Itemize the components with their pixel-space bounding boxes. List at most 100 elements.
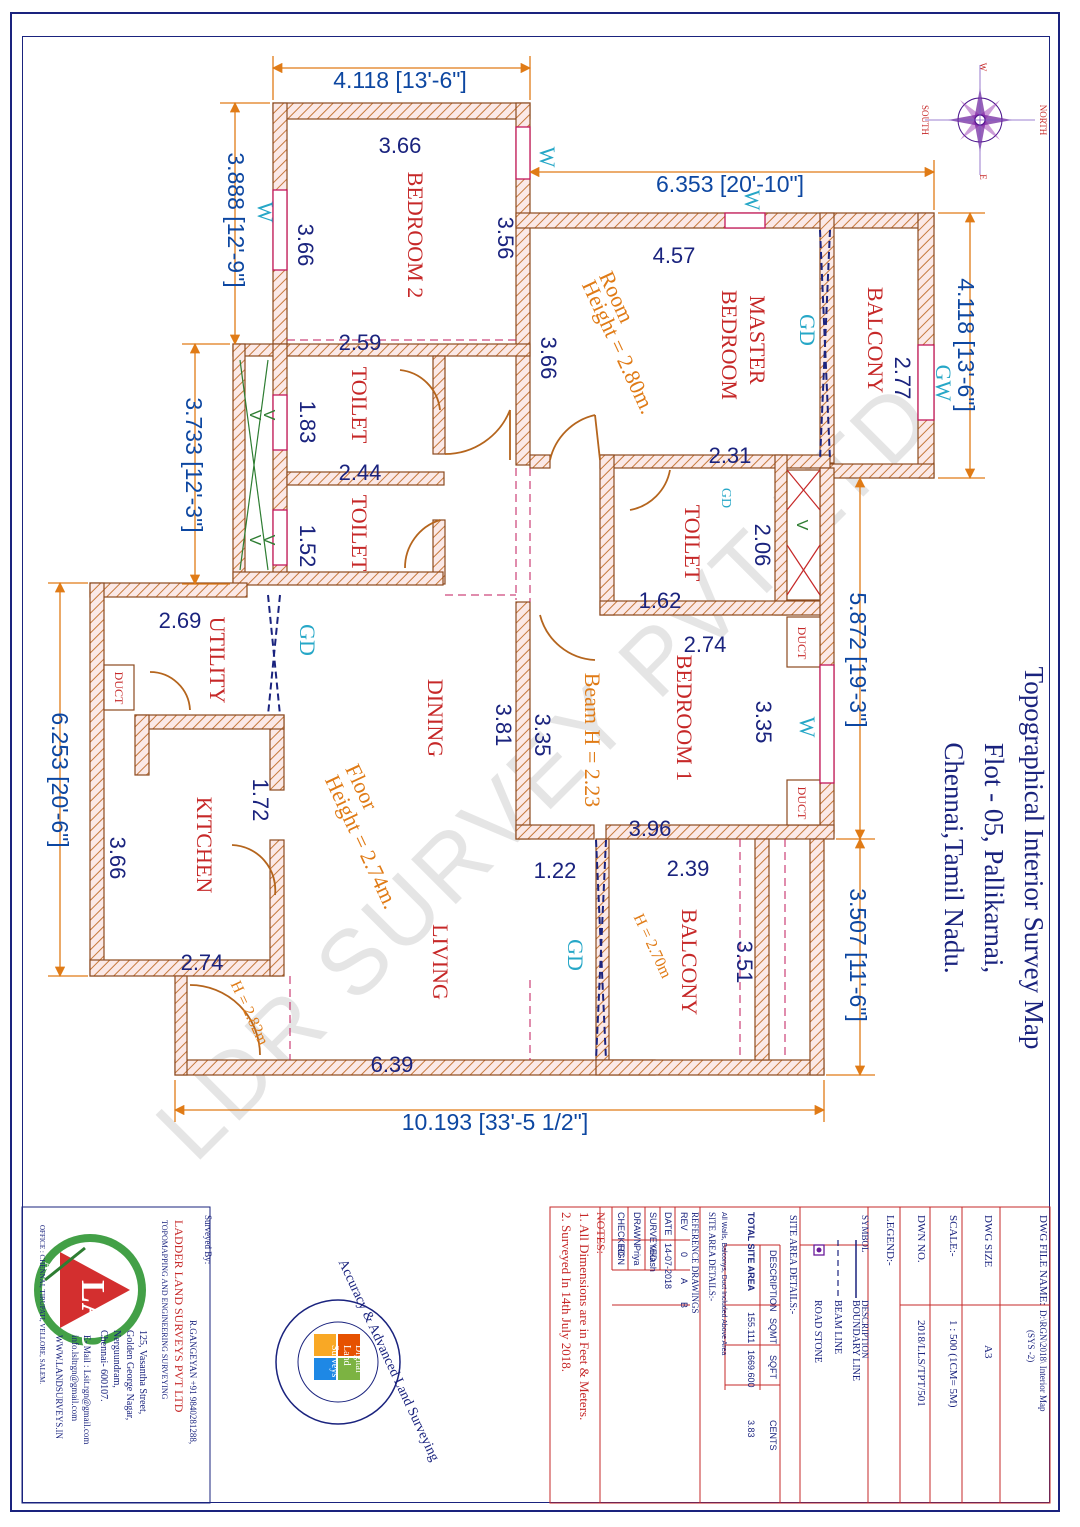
company-email-2: info.lsltrgn@gmail.com bbox=[70, 1335, 80, 1421]
tb-site-v3: 3.83 bbox=[746, 1420, 756, 1438]
tb-site-desc: DESCRIPTION bbox=[768, 1250, 778, 1312]
dim-balc2-gap: 1.22 bbox=[534, 858, 577, 883]
tb-date-value: 14-07-2018 bbox=[663, 1243, 673, 1289]
dim-t2-side: 1.52 bbox=[295, 525, 320, 568]
tb-size-label: DWG SIZE bbox=[982, 1215, 994, 1268]
tb-drawn-value: Priya bbox=[632, 1245, 642, 1266]
company-addr-4: Chennai- 600107. bbox=[98, 1330, 109, 1402]
tb-site-sqmt: SQMT bbox=[768, 1318, 778, 1345]
tb-file-label: DWG FILE NAME: bbox=[1037, 1215, 1049, 1305]
dim-t3-side: 2.06 bbox=[750, 524, 775, 567]
dim-mb-top: 4.57 bbox=[653, 243, 696, 268]
tb-legend-1: BOUNDARY LINE bbox=[850, 1300, 861, 1381]
tb-site-note: All Walls, Balconys, Duct Included Above… bbox=[720, 1212, 727, 1355]
company-addr-1: 125, Vasantha Street, bbox=[137, 1330, 148, 1414]
opening-gd-1: GD bbox=[795, 314, 820, 346]
ducts bbox=[103, 359, 821, 826]
dim-b2-right: 3.56 bbox=[493, 217, 518, 260]
tb-legend-2: BEAM LINE bbox=[832, 1300, 843, 1354]
compass-e: E bbox=[978, 174, 988, 180]
opening-v-2: V bbox=[260, 410, 277, 421]
glass-door-marks bbox=[267, 229, 831, 1061]
company-addr-3: Nerguundram, bbox=[111, 1330, 122, 1388]
room-toilet-3: TOILET bbox=[680, 505, 705, 582]
dim-bottom: 10.193 [33'-5 1/2"] bbox=[402, 1109, 588, 1135]
legend-symbols bbox=[813, 1240, 857, 1298]
room-master-2: BEDROOM bbox=[717, 290, 742, 400]
dim-bd1-right: 3.35 bbox=[751, 701, 776, 744]
tb-desc-label: DESCRIPTION bbox=[860, 1300, 870, 1359]
room-balcony-bottom: BALCONY bbox=[677, 909, 702, 1015]
company-email-1: E- Mail : Lsit.rgn@gmail.com bbox=[82, 1335, 92, 1444]
dim-bottom-inner: 6.39 bbox=[371, 1052, 414, 1077]
dim-b2-left: 3.66 bbox=[293, 224, 318, 267]
company-web: WWW.LANDSURVEYS.IN bbox=[54, 1335, 64, 1439]
seal-center-3: Surveys bbox=[329, 1345, 340, 1377]
duct-label-3: DUCT bbox=[112, 672, 126, 705]
dim-t2-top: 2.44 bbox=[339, 460, 382, 485]
duct-label-1: DUCT bbox=[795, 627, 809, 660]
tb-surveyed-label: SURVEYED bbox=[648, 1212, 658, 1262]
title-line-2: Flot - 05, Pallikarnai, bbox=[979, 743, 1009, 973]
tb-legend-label: LEGEND:- bbox=[884, 1215, 896, 1266]
compass-south: SOUTH bbox=[920, 105, 930, 136]
opening-gd-4: GD bbox=[563, 939, 588, 971]
tb-size-value: A3 bbox=[982, 1345, 994, 1359]
inner-border bbox=[22, 36, 1050, 1503]
dim-t3-bottom: 1.62 bbox=[639, 588, 682, 613]
dim-kit-side: 3.66 bbox=[105, 837, 130, 880]
tb-rev-b: B bbox=[679, 1302, 689, 1308]
tb-site-v2: 1669.600 bbox=[746, 1350, 756, 1388]
company-block: LADDER Surveyed By: R.GANGEYAN +91 98402… bbox=[21, 1206, 213, 1504]
tb-drawn-label: DRAWN bbox=[632, 1212, 642, 1246]
room-toilet-2: TOILET bbox=[347, 495, 372, 572]
company-office: OFFICE : CHENNAI, TIRUPATI, VELLORE, SAL… bbox=[38, 1225, 46, 1384]
compass-north: NORTH bbox=[1038, 105, 1048, 136]
dim-b2-top: 3.66 bbox=[379, 133, 422, 158]
room-bedroom-1: BEDROOM 1 bbox=[672, 655, 697, 782]
logo-word: A bbox=[42, 1262, 54, 1270]
opening-gd-2: GD bbox=[718, 488, 733, 508]
dim-mb-left: 3.66 bbox=[536, 337, 561, 380]
dim-left-mid: 3.733 [12'-3"] bbox=[181, 397, 207, 532]
tb-rev-a: A bbox=[679, 1278, 689, 1284]
title-block-text: DWG FILE NAME: D:\RGN\2018\ Interior Map… bbox=[559, 1212, 1049, 1451]
tb-note-1: 1. All Dimensions are in Feet & Meters. bbox=[577, 1212, 592, 1420]
duct-label-2: DUCT bbox=[795, 787, 809, 820]
opening-v-3: V bbox=[246, 535, 263, 546]
dim-top: 4.118 [13'-6"] bbox=[333, 67, 467, 93]
compass-w: W bbox=[978, 63, 988, 72]
title-line-1: Topographical Interior Survey Map bbox=[1019, 667, 1049, 1050]
opening-v-4: V bbox=[260, 535, 277, 546]
tb-rev-0: 0 bbox=[679, 1252, 689, 1257]
dim-bd1-top: 2.74 bbox=[684, 632, 727, 657]
tb-scale-label: SCALE:- bbox=[947, 1215, 959, 1257]
opening-gd-3: GD bbox=[295, 624, 320, 656]
note-beam: Beam H = 2.23 bbox=[580, 673, 605, 808]
tb-note-2: 2. Surveyed In 14th July 2018. bbox=[559, 1212, 574, 1372]
room-utility: UTILITY bbox=[205, 617, 230, 704]
tb-legend-3: ROAD STONE bbox=[812, 1300, 823, 1363]
tb-surveyed-value: Vikash bbox=[648, 1245, 658, 1272]
dim-kit-h: 1.72 bbox=[248, 779, 273, 822]
dim-right-mid: 5.872 [19'-3"] bbox=[845, 592, 871, 727]
opening-w-3: W bbox=[740, 190, 765, 211]
dim-left-top: 3.888 [12'-9"] bbox=[223, 152, 249, 287]
dim-balc-top: 2.77 bbox=[890, 357, 915, 400]
title-line-3: Chennai,Tamil Nadu. bbox=[939, 742, 969, 973]
seal-center-1: Digital bbox=[353, 1345, 364, 1373]
tb-ref-label: REFERENCE DRAWINGS bbox=[690, 1212, 700, 1314]
dim-t1-top: 2.59 bbox=[339, 330, 382, 355]
seal-center-2: Land bbox=[341, 1345, 352, 1366]
tb-date-label: DATE bbox=[663, 1212, 673, 1235]
dim-balc2-top: 2.39 bbox=[667, 856, 710, 881]
opening-w-1: W bbox=[535, 147, 560, 168]
company-tagline: TOPOMAPPING AND ENGINEERING SURVEYING bbox=[160, 1220, 169, 1400]
north-arrow-compass bbox=[925, 65, 1035, 175]
tb-dwn-label: DWN NO. bbox=[915, 1215, 927, 1263]
tb-file-value-2: (SYS -2) bbox=[1026, 1330, 1036, 1362]
opening-v-1: V bbox=[246, 410, 263, 421]
company-name: LADDER LAND SURVEYS PVT LTD bbox=[172, 1220, 186, 1413]
